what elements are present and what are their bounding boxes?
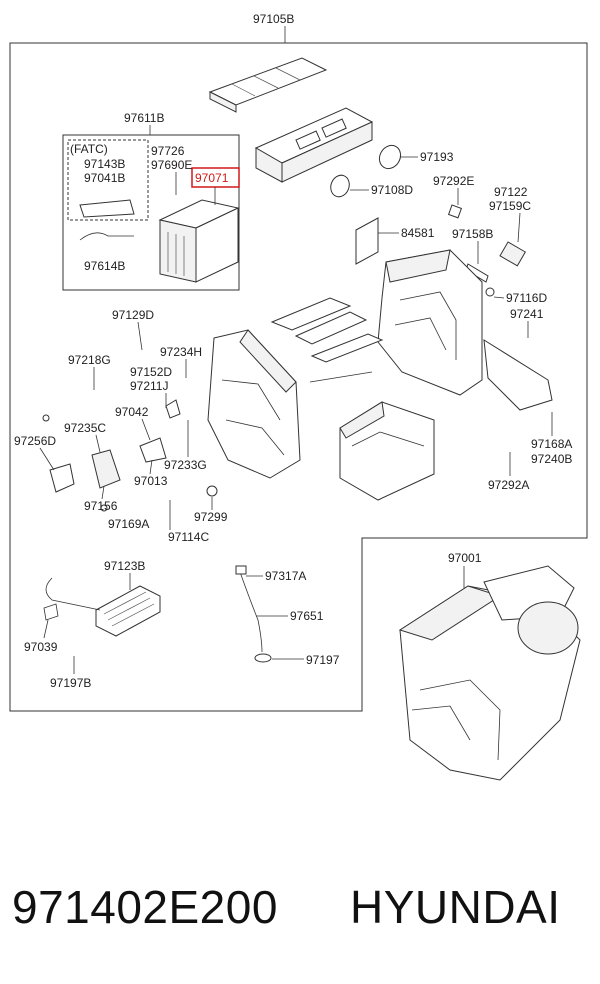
callout-97197b: 97197B	[50, 676, 91, 690]
callout-97152d: 97152D	[130, 365, 172, 379]
mode-door-part	[270, 297, 384, 383]
footer: 971402E200 HYUNDAI	[0, 880, 600, 940]
callout-97114c: 97114C	[168, 530, 209, 544]
drain-hose-part	[235, 565, 272, 663]
callout-97041b: 97041B	[84, 171, 125, 185]
callout-97193: 97193	[420, 150, 454, 164]
callout-97292e: 97292E	[433, 174, 474, 188]
air-filter-part	[208, 57, 328, 113]
filter-cover-part	[254, 107, 374, 183]
lower-case-part	[339, 401, 435, 501]
bush-part	[485, 287, 495, 297]
callout-97108d: 97108D	[371, 183, 413, 197]
servo-motor-part	[42, 399, 218, 512]
heater-case-part	[207, 329, 301, 479]
callout-97256d: 97256D	[14, 434, 56, 448]
callout-97168a: 97168A	[531, 437, 572, 451]
sub-assembly-label: 97611B	[124, 111, 164, 125]
fatc-box	[67, 139, 149, 221]
ac-pipe-part	[43, 577, 161, 637]
callout-97218g: 97218G	[68, 353, 111, 367]
seal-ring-part	[378, 144, 402, 170]
callout-97241: 97241	[510, 307, 544, 321]
callout-97122: 97122	[494, 185, 528, 199]
callout-97317a: 97317A	[265, 569, 306, 583]
wire-harness-part	[79, 232, 134, 241]
callout-97156: 97156	[84, 499, 118, 513]
callout-97235c: 97235C	[64, 421, 106, 435]
callout-97211j: 97211J	[130, 379, 168, 393]
grommet-part	[330, 174, 350, 198]
highlight-box	[191, 167, 240, 188]
callout-97039: 97039	[24, 640, 58, 654]
callout-97159c: 97159C	[489, 199, 531, 213]
callout-97123b: 97123B	[104, 559, 145, 573]
callout-97042: 97042	[115, 405, 149, 419]
callout-84581: 84581	[401, 226, 435, 240]
callout-97197: 97197	[306, 653, 340, 667]
callout-highlighted: 97071	[195, 171, 229, 185]
callout-97129d: 97129D	[112, 308, 154, 322]
fatc-label: (FATC)	[70, 142, 108, 156]
callout-97013: 97013	[134, 474, 168, 488]
upper-case-part	[377, 249, 483, 396]
actuator-part	[499, 241, 527, 267]
callout-97234h: 97234H	[160, 345, 202, 359]
complete-hvac-assembly	[398, 565, 581, 781]
clip-part	[447, 204, 463, 219]
evaporator-core-part	[158, 199, 240, 283]
callout-97233g: 97233G	[164, 458, 207, 472]
callout-97614b: 97614B	[84, 259, 125, 273]
assembly-frame	[9, 42, 588, 712]
callout-97143b: 97143B	[84, 157, 125, 171]
sub-assembly-box	[62, 134, 240, 291]
duct-plate-part	[483, 339, 553, 411]
part-number: 971402E200	[12, 881, 278, 933]
callout-97690e: 97690E	[151, 158, 192, 172]
bracket-part	[79, 199, 135, 218]
gasket-part	[355, 217, 379, 265]
callout-97651: 97651	[290, 609, 324, 623]
callout-97116d: 97116D	[506, 291, 547, 305]
brand-name: HYUNDAI	[350, 881, 561, 933]
callout-97726: 97726	[151, 144, 185, 158]
callout-97001: 97001	[448, 551, 482, 565]
main-assembly-label: 97105B	[253, 12, 294, 26]
callout-97292a: 97292A	[488, 478, 529, 492]
callout-97240b: 97240B	[531, 452, 572, 466]
callout-97169a: 97169A	[108, 517, 149, 531]
callout-97158b: 97158B	[452, 227, 493, 241]
callout-97299: 97299	[194, 510, 228, 524]
